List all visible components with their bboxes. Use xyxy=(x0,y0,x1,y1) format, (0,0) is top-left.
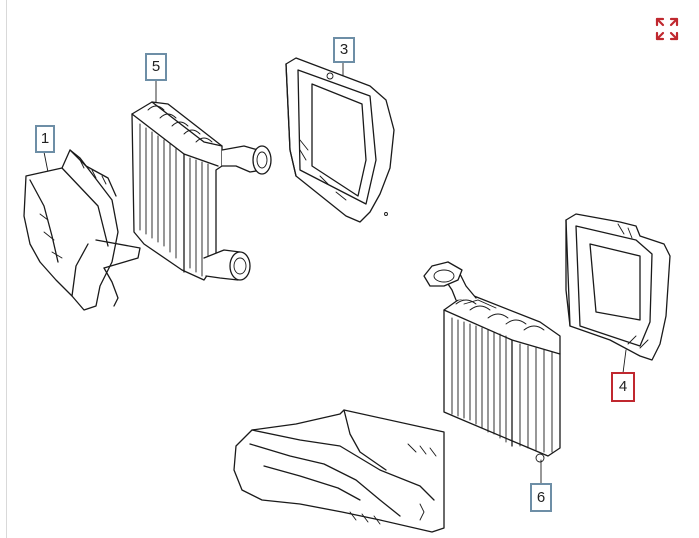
part-1-air-duct xyxy=(24,150,140,310)
expand-icon[interactable] xyxy=(654,16,680,42)
callout-part-1[interactable]: 1 xyxy=(35,125,55,153)
callout-part-5[interactable]: 5 xyxy=(145,53,167,81)
callout-part-4[interactable]: 4 xyxy=(611,372,635,402)
part-4-shroud xyxy=(566,214,670,360)
expand-icon-graphic xyxy=(655,17,679,41)
callout-part-3[interactable]: 3 xyxy=(333,37,355,63)
callout-part-6[interactable]: 6 xyxy=(530,483,552,512)
diagram-frame xyxy=(6,0,699,538)
part-lower-air-duct xyxy=(234,410,444,532)
part-6-intercooler xyxy=(424,262,560,462)
part-5-intercooler xyxy=(132,102,271,280)
part-3-shroud xyxy=(286,58,394,222)
